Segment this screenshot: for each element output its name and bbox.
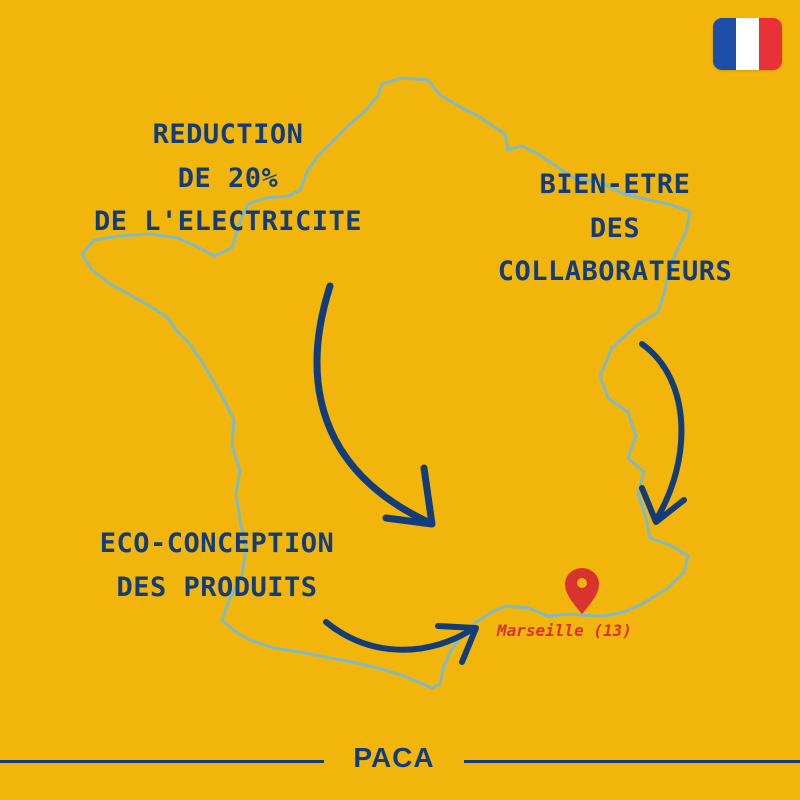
- footer-divider-left: [0, 760, 324, 763]
- france-flag-icon: [713, 18, 782, 70]
- map-pin-icon: [565, 568, 599, 614]
- arrow-bien-etre-head: [639, 485, 687, 525]
- label-reduction-line-3: DE L'ELECTRICITE: [93, 206, 363, 238]
- label-bien-etre-line-2: DES: [589, 212, 641, 244]
- label-bien-etre-line-3: COLLABORATEURS: [497, 256, 733, 288]
- label-eco-line-1: ECO-CONCEPTION: [99, 528, 335, 559]
- flag-band-blue: [713, 18, 736, 70]
- arrow-bien-etre: [639, 341, 685, 523]
- arrow-eco-head: [435, 623, 479, 665]
- label-bien-etre-collaborateurs: BIEN-ETRE DES COLLABORATEURS: [460, 163, 770, 294]
- label-reduction-line-2: DE 20%: [177, 162, 279, 194]
- footer-region-title: PACA: [353, 742, 435, 773]
- label-eco-line-2: DES PRODUITS: [116, 571, 318, 603]
- location-label-marseille: Marseille (13): [497, 621, 632, 640]
- arrow-eco: [323, 619, 477, 653]
- label-eco-conception: ECO-CONCEPTION DES PRODUITS: [62, 522, 372, 609]
- flag-band-white: [736, 18, 759, 70]
- label-reduction-line-1: REDUCTION: [152, 119, 304, 150]
- france-map-outline: [80, 76, 692, 690]
- footer-divider-right: [464, 760, 800, 763]
- label-reduction-electricite: REDUCTION DE 20% DE L'ELECTRICITE: [78, 113, 378, 244]
- arrow-reduction: [313, 282, 432, 526]
- arrow-reduction-head: [382, 464, 436, 528]
- flag-band-red: [759, 18, 782, 70]
- footer: PACA: [0, 738, 800, 782]
- label-bien-etre-line-1: BIEN-ETRE: [539, 169, 691, 200]
